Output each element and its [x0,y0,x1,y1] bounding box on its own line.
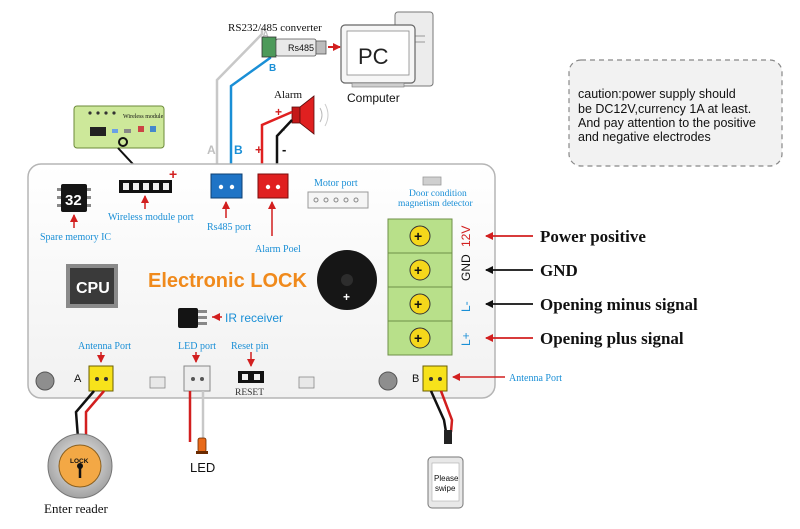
alarm-plus-label: + [275,105,282,119]
chip-number: 32 [65,192,82,209]
antenna-port-b [422,365,448,392]
reader-lock-text: LOCK [70,458,89,465]
cpu-chip [66,264,118,308]
terminal-pin-gnd: GND [459,254,473,281]
enter-reader-label: Enter reader [44,501,109,516]
swipe-cable-black [429,390,448,433]
reset-text: RESET [235,388,264,398]
alarm-port-label: Alarm Poel [255,244,301,255]
door-sensor-label-line1: Door condition [409,189,467,199]
terminal-pin-lplus: L+ [459,332,473,346]
led-label: LED [190,460,215,475]
motor-port [307,191,369,209]
terminal-pin-lminus: L- [459,301,473,312]
caution-line-1: caution:power supply should [578,87,736,101]
terminal-screw-4: + [414,330,422,346]
converter-chip-label: Rs485 [288,43,314,53]
ir-receiver-label: IR receiver [225,311,283,325]
wire-a-label: A [207,143,216,157]
terminal-screw-1: + [414,228,422,244]
terminal-screw-3: + [414,296,422,312]
port-b-letter: B [412,373,419,385]
converter-label: RS232/485 converter [228,22,322,34]
wireless-port-label: Wireless module port [108,212,194,223]
antenna-port-b-label: Antenna Port [509,373,562,384]
antenna-port-a-label: Antenna Port [78,341,131,352]
computer-label: Computer [347,91,400,105]
terminal-screw-2: + [414,262,422,278]
terminal-pin-12v: 12V [459,226,473,247]
reader-cable-red [84,390,105,438]
terminal-block [387,218,453,356]
mount-hole-right [378,371,398,391]
mount-hole-left [35,371,55,391]
swipe-line-2: swipe [435,484,456,493]
wireless-cable-ring [118,137,128,147]
spare-memory-label: Spare memory IC [40,232,111,243]
swipe-line-1: Please [434,474,459,483]
led-port-label: LED port [178,341,216,352]
pc-label: PC [358,44,389,69]
small-connector-right [298,376,315,389]
alarm-speaker-icon [291,95,329,135]
ir-receiver [178,308,207,328]
small-connector-left [149,376,166,389]
enter-reader [47,433,113,499]
alarm-port [257,173,289,199]
led-port [183,365,211,392]
wireless-module-board [73,105,165,149]
ir-arrow-head [212,313,220,321]
port-a-letter: A [74,373,82,385]
board-title: Electronic LOCK [148,270,307,292]
buzzer-plus: + [343,290,350,304]
rs485-port-label: Rs485 port [207,222,251,233]
opening-plus-label: Opening plus signal [540,329,684,348]
reset-pin [238,371,264,383]
converter-wire-b-label: B [269,63,276,74]
alarm-wire-positive [260,110,293,178]
alarm-wire-minus: - [282,142,286,157]
caution-line-2: be DC12V,currency 1A at least. [578,102,751,116]
swipe-cable-red [439,390,454,433]
spare-memory-chip [57,184,91,212]
wireless-module-port [119,180,172,193]
reader-cable-black [74,390,95,439]
converter-wire-a-label: A [262,30,269,41]
buzzer-hole [341,274,353,286]
rs232-485-converter: Rs485 [261,36,327,58]
controller-board [27,163,496,399]
door-sensor-label-line2: magnetism detector [398,199,473,209]
wireless-port-plus: + [169,166,177,182]
motor-port-label: Motor port [314,178,358,189]
alarm-label: Alarm [274,89,303,101]
swipe-card-reader [427,456,464,509]
led-icon [196,437,208,454]
opening-minus-label: Opening minus signal [540,295,698,314]
rs485-port [210,173,243,199]
caution-box [568,59,783,167]
caution-line-4: and negative electrodes [578,130,711,144]
antenna-port-a [88,365,114,392]
computer-icon [340,11,434,88]
wire-b-label: B [234,143,243,157]
gnd-label: GND [540,261,578,280]
swipe-connector [444,430,452,444]
wire-a [215,28,264,178]
alarm-wire-plus: + [255,142,263,157]
wireless-module-label: Wireless module [123,114,164,120]
reset-pin-label: Reset pin [231,341,269,352]
power-positive-label: Power positive [540,227,646,246]
cpu-label: CPU [76,280,110,297]
door-sensor [422,176,442,186]
caution-line-3: And pay attention to the positive [578,116,756,130]
